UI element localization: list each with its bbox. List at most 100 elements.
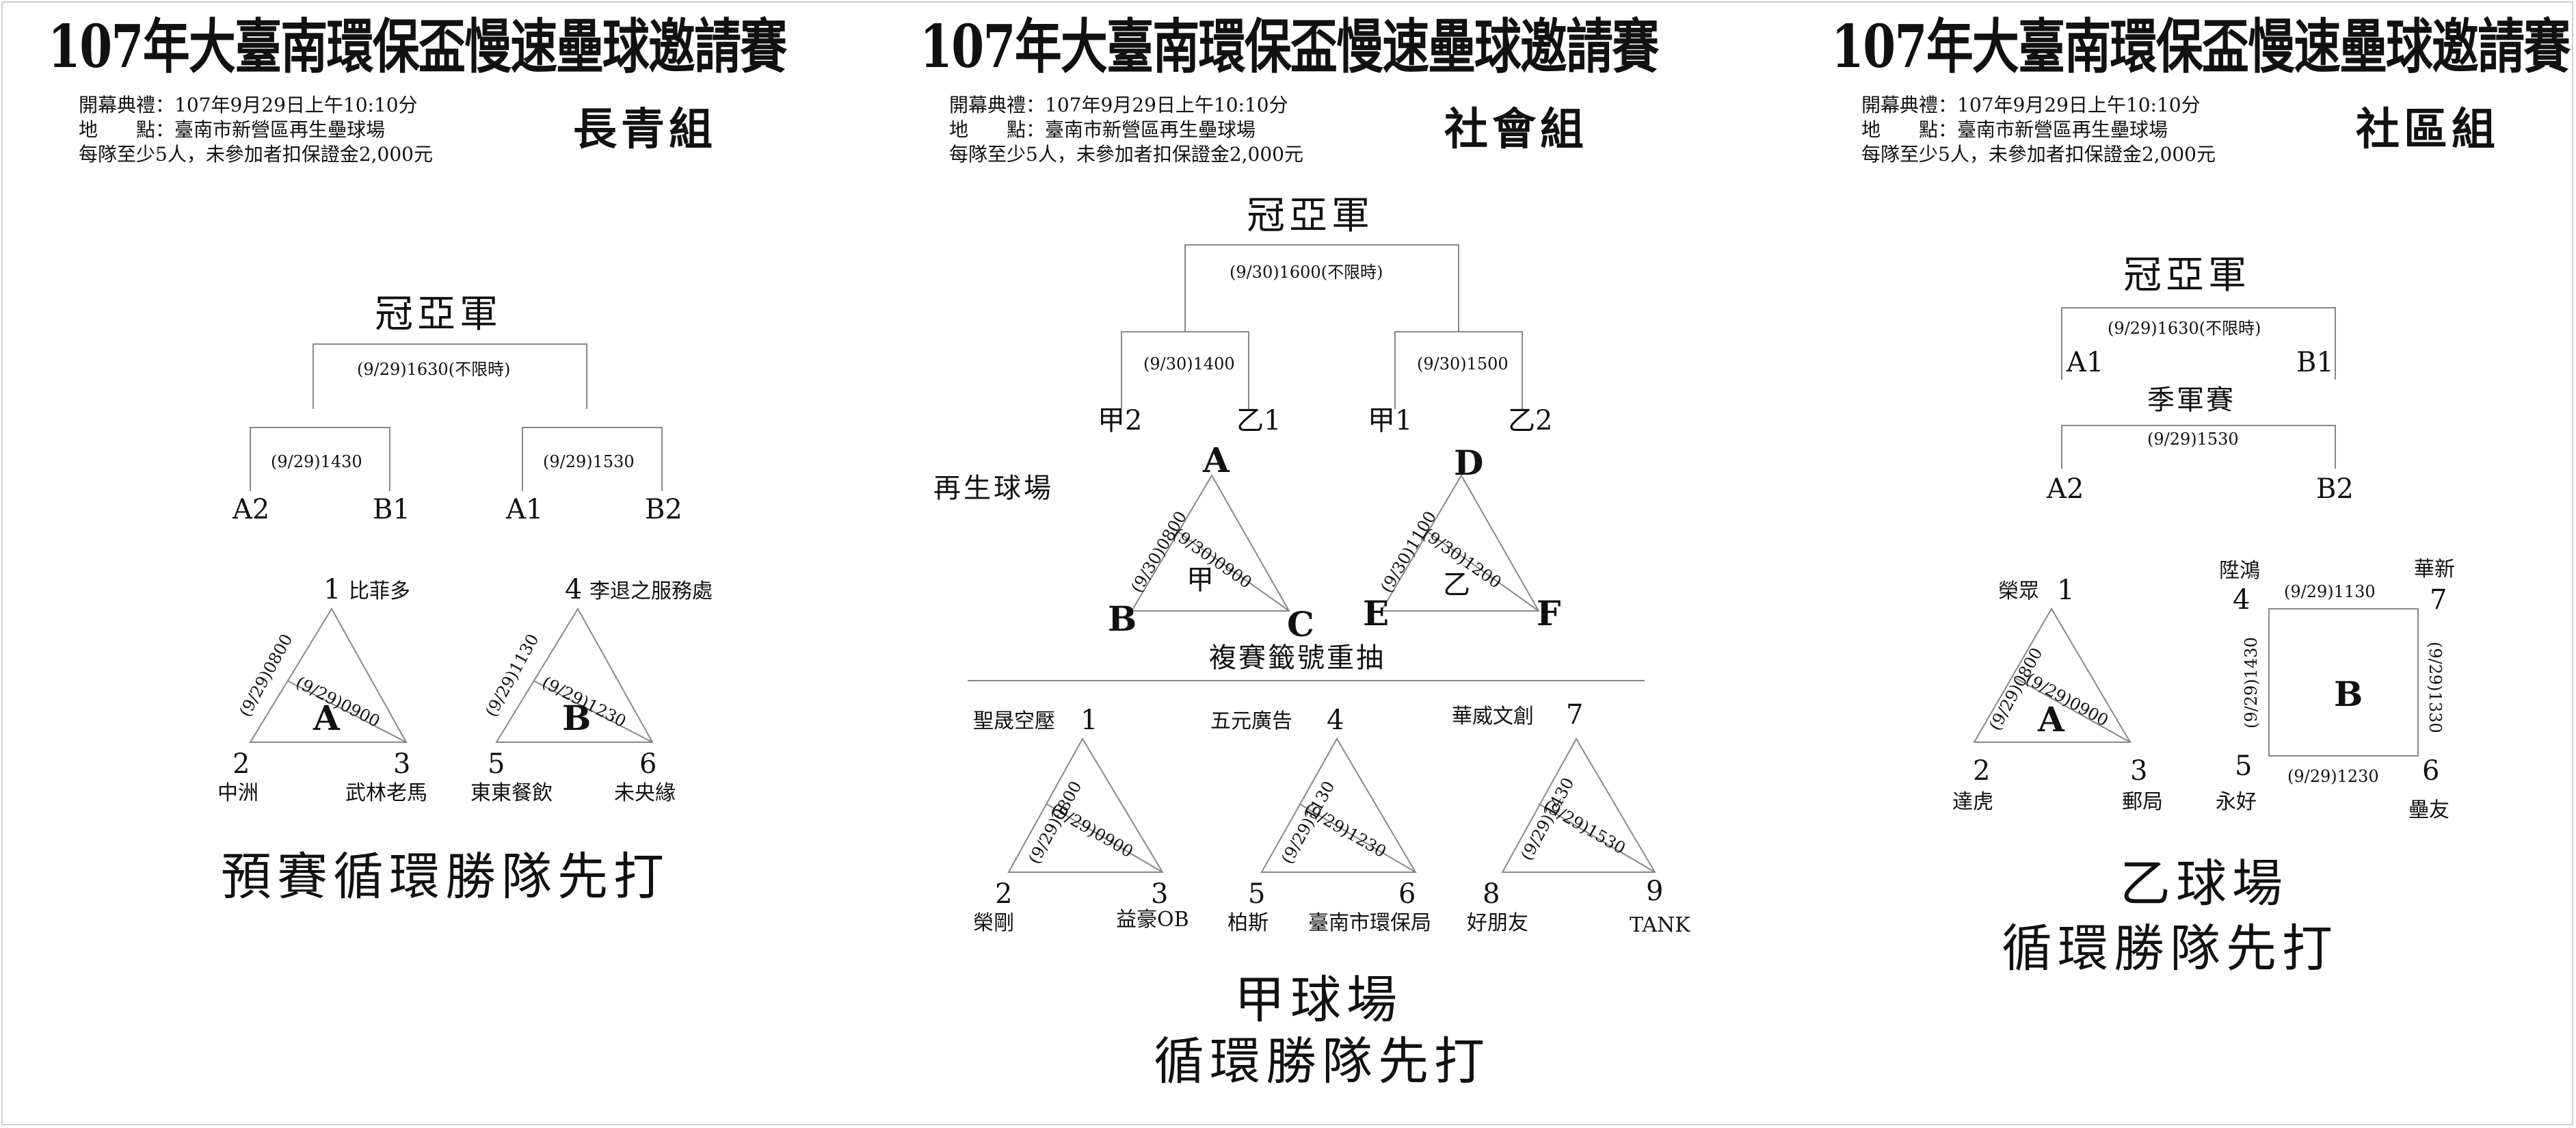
p3-title: 107年大臺南環保盃慢速壘球邀請賽 bbox=[1831, 12, 2571, 81]
p2-pool1-triangle bbox=[1007, 737, 1164, 873]
p2-tri-yi-f: F bbox=[1537, 593, 1561, 633]
p3-pool-b-team4: 陞鴻 bbox=[2219, 559, 2260, 583]
p1-final-time: (9/29)1630(不限時) bbox=[357, 360, 511, 379]
p3-pool-a-team2: 達虎 bbox=[1952, 790, 1993, 814]
p2-pool3-team1: 華威文創 bbox=[1452, 705, 1534, 729]
p2-pool2-triangle bbox=[1260, 737, 1417, 873]
p1-pool-a-letter: A bbox=[313, 698, 340, 738]
p1-pool-b-triangle bbox=[495, 607, 654, 743]
p2-semi1-time: (9/30)1400 bbox=[1143, 354, 1235, 373]
p1-pool-a-triangle bbox=[249, 607, 408, 743]
p3-third-time: (9/29)1530 bbox=[2147, 430, 2239, 449]
p2-title: 107年大臺南環保盃慢速壘球邀請賽 bbox=[920, 12, 1659, 81]
p1-pool-a-n1: 1 bbox=[323, 574, 341, 605]
p3-pool-b-n6: 6 bbox=[2422, 755, 2440, 787]
p3-pool-b-t-top: (9/29)1130 bbox=[2284, 582, 2376, 601]
p3-pool-b-square bbox=[2268, 608, 2419, 757]
p2-seed-jia1: 甲1 bbox=[1368, 405, 1413, 436]
p2-pool3-n3: 9 bbox=[1646, 876, 1664, 907]
p1-pool-a-n2: 2 bbox=[233, 748, 250, 780]
p2-pool1-n1: 1 bbox=[1080, 705, 1098, 736]
p1-semi1-time: (9/29)1430 bbox=[271, 452, 362, 471]
p1-pool-b-team3: 未央緣 bbox=[614, 781, 676, 805]
p2-pool2-team2: 柏斯 bbox=[1227, 911, 1269, 935]
p1-pool-b-n3: 6 bbox=[639, 748, 657, 780]
p3-pool-a-team3: 郵局 bbox=[2122, 790, 2163, 814]
p3-pool-a-team1: 榮眾 bbox=[1998, 579, 2039, 603]
p3-final-bracket bbox=[2061, 307, 2336, 380]
p3-rule: 循環勝隊先打 bbox=[2002, 919, 2338, 978]
p3-third-label: 季軍賽 bbox=[2147, 384, 2235, 416]
p2-pool2-team1: 五元廣告 bbox=[1210, 709, 1292, 733]
p3-pool-b-team5: 永好 bbox=[2216, 790, 2257, 814]
p1-pool-b-n1: 4 bbox=[565, 574, 583, 605]
p1-final-label: 冠亞軍 bbox=[375, 292, 502, 337]
p2-pool2-team3: 臺南市環保局 bbox=[1308, 911, 1431, 935]
p3-pool-b-team7: 華新 bbox=[2414, 558, 2455, 581]
p2-field: 甲球場 bbox=[1234, 971, 1403, 1029]
p3-pool-a-triangle bbox=[1973, 607, 2132, 743]
p1-seed-a1: A1 bbox=[506, 494, 544, 525]
p3-final-time: (9/29)1630(不限時) bbox=[2108, 319, 2261, 338]
p3-a1: A1 bbox=[2067, 347, 2104, 378]
p1-pool-b-n2: 5 bbox=[488, 748, 505, 780]
p3-pool-a-n1: 1 bbox=[2057, 575, 2075, 606]
p3-group-label: 社區組 bbox=[2356, 104, 2499, 155]
p3-pool-b-t-bottom: (9/29)1230 bbox=[2287, 767, 2379, 786]
p2-final-label: 冠亞軍 bbox=[1247, 194, 1374, 238]
p1-pool-a-team3: 武林老馬 bbox=[345, 781, 427, 805]
p2-info: 開幕典禮：107年9月29日上午10:10分地 點：臺南市新營區再生壘球場每隊至… bbox=[949, 94, 1303, 166]
p3-pool-b-n5: 5 bbox=[2235, 750, 2253, 782]
p1-group-label: 長青組 bbox=[573, 104, 717, 155]
p3-field: 乙球場 bbox=[2120, 854, 2288, 913]
p2-pool3-n1: 7 bbox=[1566, 699, 1584, 731]
p3-a2: A2 bbox=[2047, 473, 2084, 505]
p2-triangle-jia bbox=[1130, 474, 1290, 612]
p1-title: 107年大臺南環保盃慢速壘球邀請賽 bbox=[48, 12, 787, 81]
p2-tri-yi-d: D bbox=[1454, 443, 1484, 483]
p1-pool-a-team1: 比菲多 bbox=[349, 579, 410, 603]
p2-pool1-team3: 益豪OB bbox=[1116, 908, 1189, 932]
p3-final-label: 冠亞軍 bbox=[2123, 253, 2250, 298]
p2-pool3-team3: TANK bbox=[1630, 913, 1690, 937]
p2-final-time: (9/30)1600(不限時) bbox=[1230, 263, 1383, 282]
p3-pool-b-t-left: (9/29)1430 bbox=[2242, 637, 2261, 729]
p1-pool-b-team1: 李退之服務處 bbox=[589, 579, 713, 603]
p2-pool1-team1: 聖晟空壓 bbox=[973, 709, 1055, 733]
p3-pool-b-letter: B bbox=[2334, 674, 2363, 714]
p2-pool1-team2: 榮剛 bbox=[973, 911, 1014, 935]
p2-seed-yi2: 乙2 bbox=[1508, 405, 1553, 436]
p3-pool-b-n4: 4 bbox=[2233, 584, 2250, 616]
p3-info: 開幕典禮：107年9月29日上午10:10分地 點：臺南市新營區再生壘球場每隊至… bbox=[1861, 94, 2216, 166]
p3-pool-a-letter: A bbox=[2038, 699, 2064, 739]
p2-field-label: 再生球場 bbox=[933, 473, 1054, 504]
p2-seed-jia2: 甲2 bbox=[1098, 405, 1143, 436]
p2-triangle-yi bbox=[1380, 474, 1540, 612]
p2-tri-yi-center: 乙 bbox=[1443, 569, 1470, 601]
p3-pool-b-team6: 壘友 bbox=[2408, 798, 2449, 822]
p2-tri-jia-c: C bbox=[1287, 604, 1314, 644]
p2-tri-jia-a: A bbox=[1203, 440, 1230, 480]
p1-semi2-bracket bbox=[522, 427, 663, 491]
p2-pool2-n3: 6 bbox=[1398, 878, 1416, 910]
p3-b2: B2 bbox=[2316, 473, 2354, 505]
p3-third-bracket bbox=[2061, 425, 2336, 469]
p1-pool-a-n3: 3 bbox=[393, 748, 411, 780]
p1-final-bracket bbox=[313, 343, 587, 409]
p1-semi2-time: (9/29)1530 bbox=[543, 452, 635, 471]
p1-info: 開幕典禮：107年9月29日上午10:10分地 點：臺南市新營區再生壘球場每隊至… bbox=[79, 94, 433, 166]
p2-seed-yi1: 乙1 bbox=[1236, 405, 1282, 436]
p3-pool-b-n7: 7 bbox=[2430, 584, 2447, 616]
p2-pool1-n2: 2 bbox=[995, 878, 1013, 910]
p2-pool3-n2: 8 bbox=[1483, 878, 1500, 910]
p1-pool-a-team2: 中洲 bbox=[217, 781, 258, 805]
p2-pool1-n3: 3 bbox=[1151, 878, 1169, 910]
p2-tri-jia-b: B bbox=[1108, 599, 1137, 639]
p2-pool2-n2: 5 bbox=[1248, 878, 1266, 910]
p2-pool3-team2: 好朋友 bbox=[1467, 911, 1528, 935]
p2-semi2-time: (9/30)1500 bbox=[1417, 354, 1509, 373]
p2-tri-yi-e: E bbox=[1363, 593, 1390, 633]
p2-semi1-bracket bbox=[1121, 331, 1249, 409]
